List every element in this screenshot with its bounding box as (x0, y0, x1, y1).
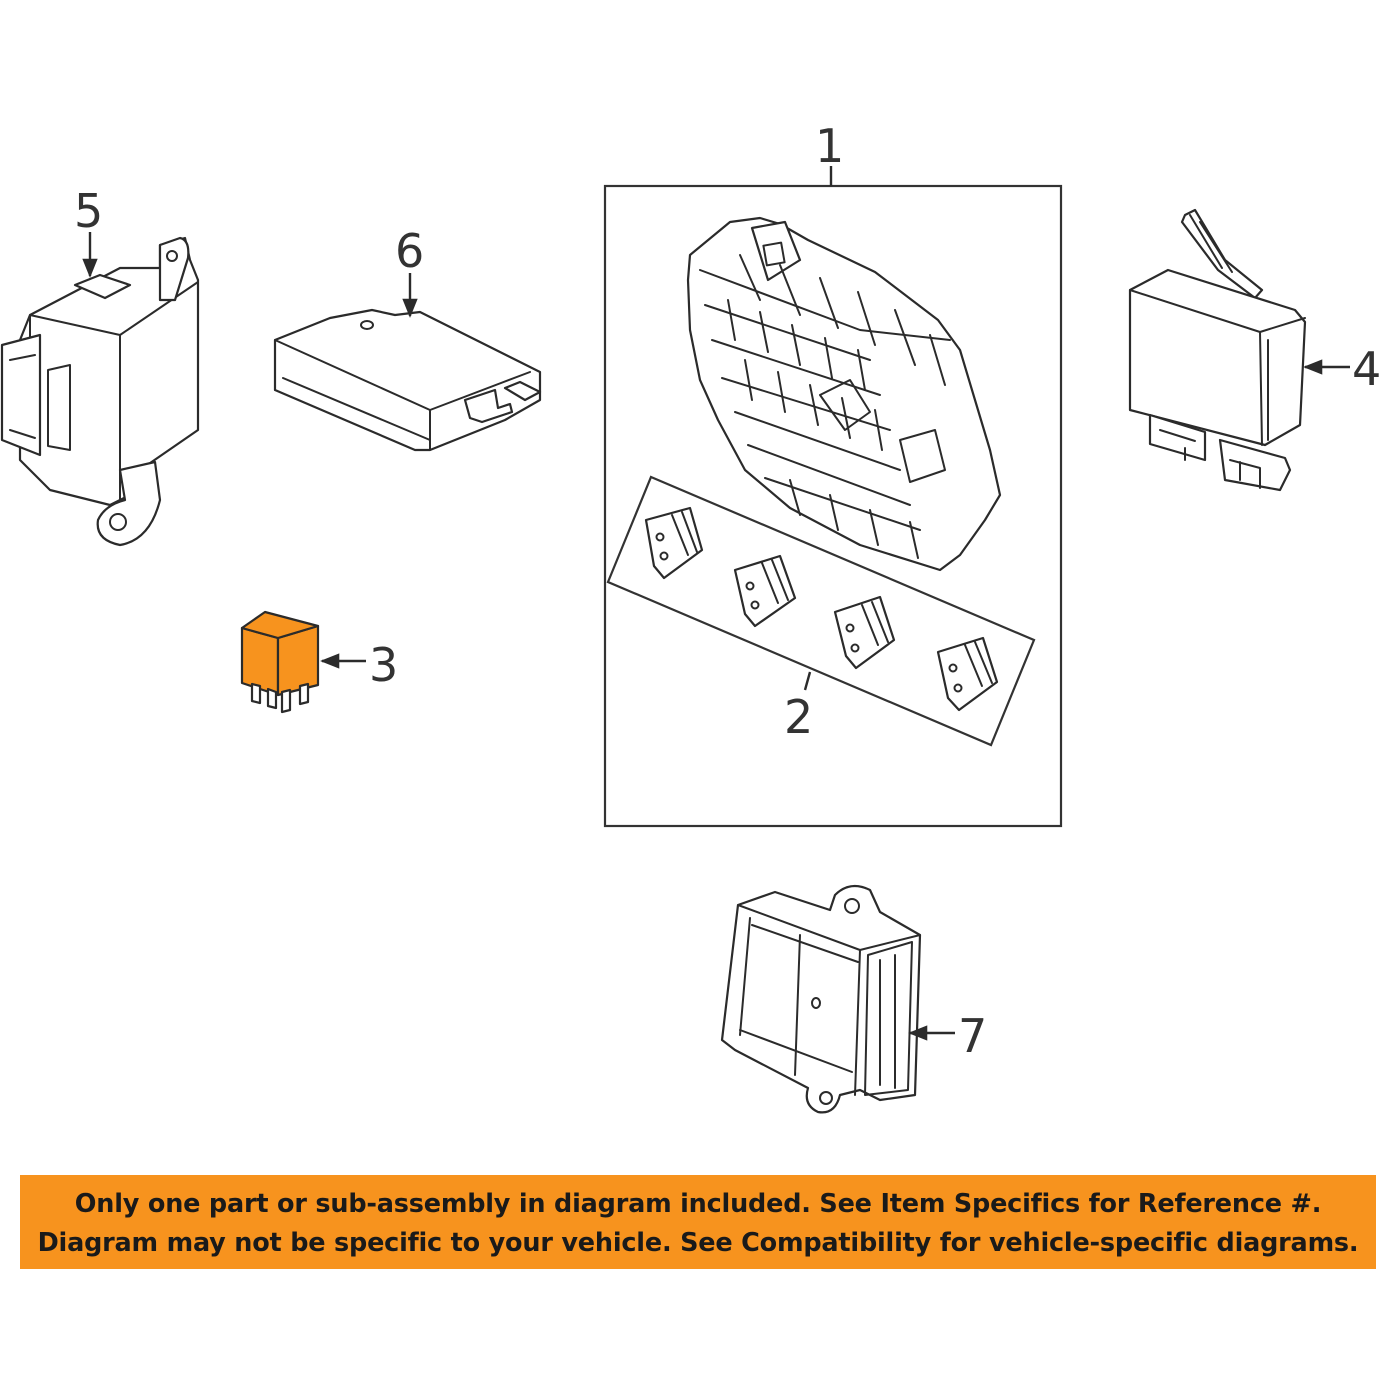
callout-1: 1 (815, 119, 844, 173)
part-4-module (1128, 208, 1307, 492)
part-5-control-module (0, 236, 200, 547)
fuse-a (644, 506, 704, 580)
callout-3: 3 (369, 638, 398, 692)
callout-5: 5 (74, 184, 103, 238)
part-6-flat-module (273, 308, 542, 452)
part-2-fuse-set-frame (606, 475, 1036, 747)
leader-2 (803, 671, 812, 691)
callout-6: 6 (395, 224, 424, 278)
part-2-fuses (644, 506, 999, 712)
callout-2: 2 (784, 690, 813, 744)
notice-line-2: Diagram may not be specific to your vehi… (37, 1228, 1359, 1258)
fuse-c (833, 595, 896, 670)
callout-7: 7 (958, 1009, 987, 1063)
notice-banner: Only one part or sub-assembly in diagram… (20, 1175, 1376, 1269)
fuse-d (936, 636, 999, 712)
part-1-fuse-box (686, 216, 1002, 572)
notice-line-1: Only one part or sub-assembly in diagram… (74, 1189, 1322, 1219)
callout-4: 4 (1352, 342, 1381, 396)
fuse-b (733, 554, 797, 628)
part-1-assembly-frame (603, 184, 1063, 828)
part-3-relay-highlighted (240, 610, 320, 714)
part-7-module (720, 884, 922, 1114)
